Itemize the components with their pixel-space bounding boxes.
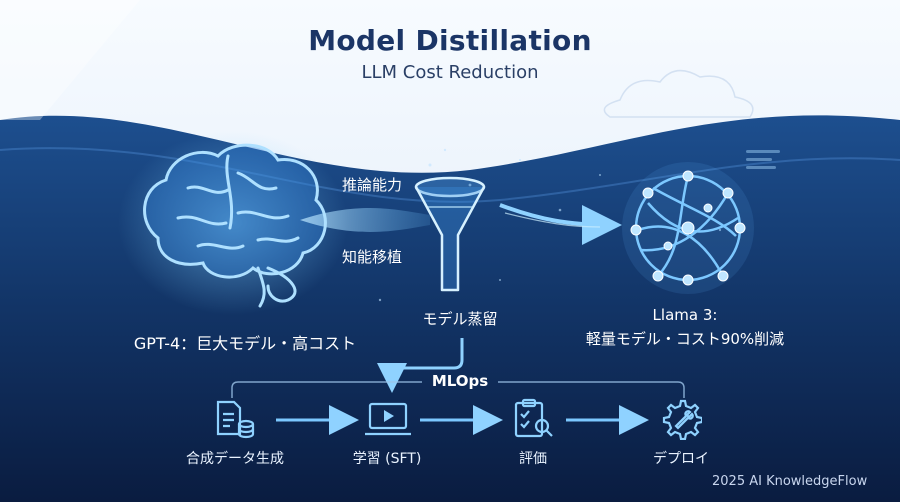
page-title: Model Distillation bbox=[308, 24, 592, 57]
pipeline-step-label: 評価 bbox=[519, 451, 547, 467]
footer-credit: 2025 AI KnowledgeFlow bbox=[712, 474, 868, 489]
pipeline-step-label: 学習 (SFT) bbox=[352, 451, 422, 467]
knowledge-transfer-beam bbox=[300, 203, 622, 245]
page-subtitle: LLM Cost Reduction bbox=[361, 62, 539, 83]
student-model-name: Llama 3: bbox=[652, 306, 718, 324]
mlops-title: MLOps bbox=[431, 372, 489, 390]
pipeline-step-label: 合成データ生成 bbox=[186, 451, 284, 467]
funnel-label: モデル蒸留 bbox=[422, 310, 498, 328]
laptop-play-icon bbox=[365, 402, 411, 436]
funnel-icon bbox=[414, 176, 486, 292]
pipeline-step-label: デプロイ bbox=[653, 451, 709, 467]
transfer-label-top: 推論能力 bbox=[342, 176, 403, 194]
transfer-label-bottom: 知能移植 bbox=[342, 248, 403, 266]
neural-network-icon bbox=[622, 162, 754, 294]
clipboard-search-icon bbox=[514, 398, 553, 438]
student-model-detail: 軽量モデル・コスト90%削減 bbox=[585, 330, 785, 348]
teacher-model-label: GPT-4：巨大モデル・高コスト bbox=[133, 334, 357, 353]
data-document-icon bbox=[216, 400, 255, 439]
gear-wrench-icon bbox=[662, 399, 702, 440]
brain-icon bbox=[118, 131, 348, 315]
